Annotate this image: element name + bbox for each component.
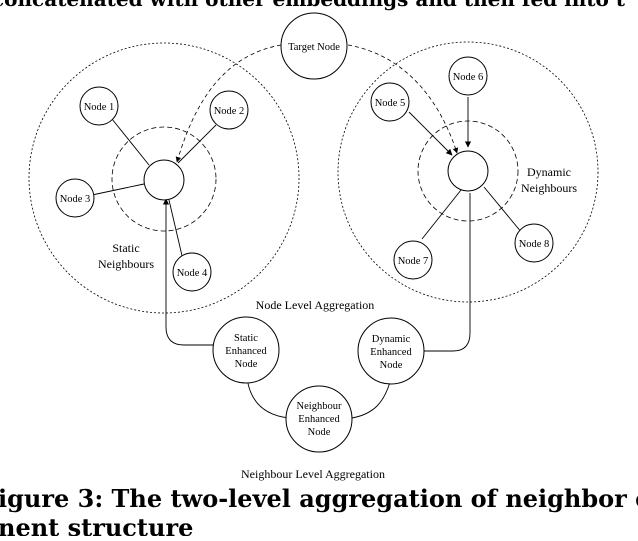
neighbour-level-aggregation-label: Neighbour Level Aggregation — [241, 467, 385, 481]
edge-node8 — [483, 186, 523, 234]
neighbour-enhanced-node-line3: Node — [308, 427, 331, 438]
static-inner-ring — [111, 126, 217, 232]
edge-node4 — [168, 199, 184, 261]
header-fragment: concatenated with other embeddings and t… — [0, 0, 626, 11]
node-3-label: Node 3 — [60, 194, 91, 205]
static-enhanced-node-line3: Node — [235, 359, 258, 370]
node-2: Node 2 — [209, 90, 249, 130]
node-5: Node 5 — [370, 82, 410, 122]
node-3: Node 3 — [55, 178, 95, 218]
neighbour-enhanced-node-line1: Neighbour — [297, 401, 342, 412]
static-enhanced-node-line1: Static — [234, 333, 258, 344]
node-8: Node 8 — [514, 223, 554, 263]
node-8-label: Node 8 — [519, 239, 550, 250]
dynamic-enhanced-node-line1: Dynamic — [372, 334, 411, 345]
node-4: Node 4 — [172, 252, 212, 292]
dynamic-enhanced-connector — [424, 193, 471, 352]
node-7: Node 7 — [393, 240, 433, 280]
node-level-aggregation-label: Node Level Aggregation — [256, 298, 375, 312]
neighbour-enhanced-node-line2: Enhanced — [298, 414, 340, 425]
target-to-static-arrow — [175, 44, 282, 163]
dynamic-enhanced-node-line3: Node — [380, 360, 403, 371]
target-to-dynamic-arrow — [347, 44, 459, 154]
node-6: Node 6 — [448, 56, 488, 96]
static-neighbourhood-circle — [28, 42, 300, 314]
dynamic-enhanced-node: Dynamic Enhanced Node — [357, 317, 425, 385]
node-6-label: Node 6 — [453, 72, 484, 83]
node-7-label: Node 7 — [398, 256, 429, 267]
edge-node3 — [91, 183, 145, 196]
static-enhanced-node: Static Enhanced Node — [212, 316, 280, 384]
figure-caption-line1: igure 3: The two-level aggregation of ne… — [0, 484, 638, 513]
node-1-label: Node 1 — [84, 102, 115, 113]
node-5-label: Node 5 — [375, 98, 406, 109]
neighbour-enhanced-node: Neighbour Enhanced Node — [285, 385, 353, 453]
static-neighbours-label-line1: Static — [112, 241, 139, 255]
target-node-label: Target Node — [288, 42, 340, 53]
static-neighbours-label-line2: Neighbours — [98, 257, 154, 271]
static-enhanced-node-line2: Enhanced — [225, 346, 267, 357]
dynamic-neighbours-label-line1: Dynamic — [527, 165, 571, 179]
static-enhanced-connector — [162, 198, 214, 346]
node-2-label: Node 2 — [214, 106, 245, 117]
edge-node2 — [177, 124, 217, 164]
edge-node1 — [111, 118, 150, 166]
dynamic-neighbourhood-circle — [337, 41, 599, 303]
figure-caption-line2: nent structure — [0, 513, 193, 536]
edge-node5 — [408, 111, 453, 156]
target-node — [280, 12, 348, 80]
dynamic-enhanced-node-line2: Enhanced — [370, 347, 412, 358]
dynamic-center-node — [447, 150, 489, 192]
dynamic-to-neighbour-connector — [351, 381, 391, 419]
static-to-neighbour-connector — [246, 377, 290, 419]
static-center-node — [143, 159, 185, 201]
dynamic-neighbours-label-line2: Neighbours — [521, 181, 577, 195]
edge-node7 — [421, 189, 462, 240]
node-1: Node 1 — [79, 86, 119, 126]
node-4-label: Node 4 — [177, 268, 208, 279]
